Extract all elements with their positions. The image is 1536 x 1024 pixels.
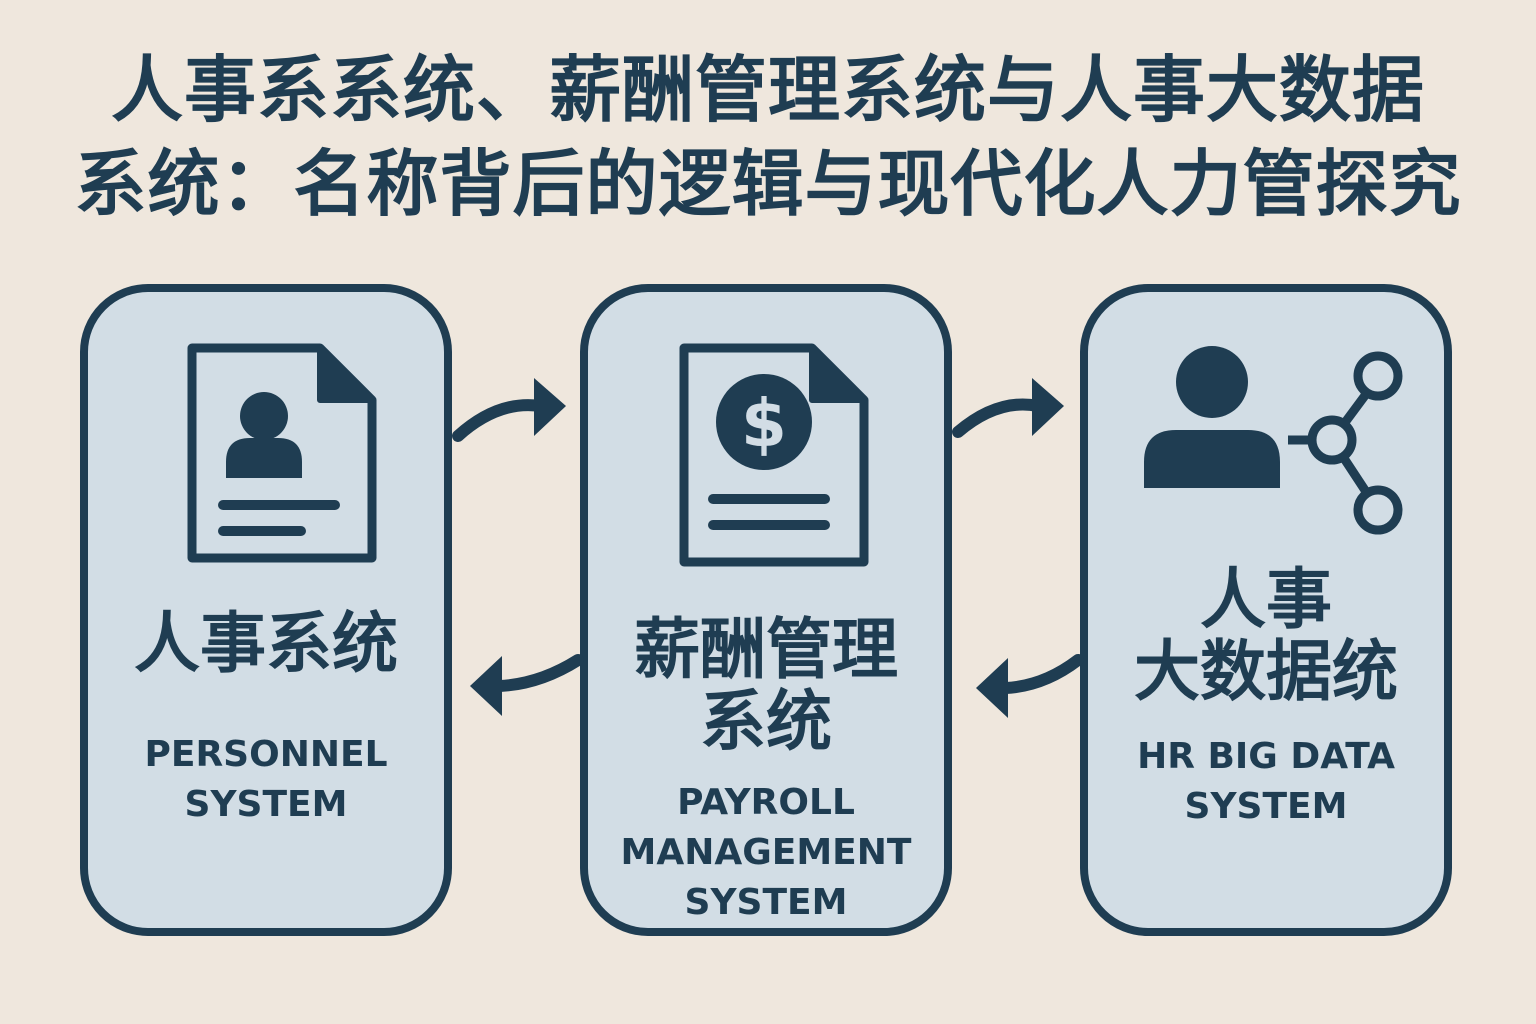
arrow-left-icon: [976, 654, 1084, 718]
arrow-left-icon: [470, 654, 584, 716]
payroll-en-line-2: MANAGEMENT: [620, 832, 912, 873]
payroll-cn-line-1: 薪酬管理: [634, 611, 898, 688]
personnel-system-card: 人事系统 PERSONNEL SYSTEM: [80, 284, 452, 936]
personnel-en-line-1: PERSONNEL: [144, 734, 388, 775]
personnel-system-cn-label: 人事系统: [88, 608, 444, 680]
personnel-en-line-2: SYSTEM: [184, 784, 348, 825]
person-network-icon: [1144, 346, 1403, 535]
payroll-system-en-label: PAYROLL MANAGEMENT SYSTEM: [588, 778, 944, 928]
payroll-management-system-card: $ 薪酬管理 系统 PAYROLL MANAGEMENT SYSTEM: [580, 284, 952, 936]
hr-big-data-system-card: 人事 大数据统 HR BIG DATA SYSTEM: [1080, 284, 1452, 936]
arrow-right-icon: [952, 378, 1064, 438]
hr-big-data-en-label: HR BIG DATA SYSTEM: [1088, 732, 1444, 832]
payroll-en-line-3: SYSTEM: [684, 882, 848, 923]
hr-big-data-cn-label: 人事 大数据统: [1088, 564, 1444, 708]
svg-text:$: $: [741, 385, 787, 462]
arrow-right-icon: [452, 378, 566, 442]
payroll-system-cn-label: 薪酬管理 系统: [588, 614, 944, 758]
payroll-en-line-1: PAYROLL: [677, 782, 855, 823]
hr-big-data-cn-line-2: 大数据统: [1134, 633, 1398, 710]
personnel-system-en-label: PERSONNEL SYSTEM: [88, 730, 444, 830]
personnel-cn-line-1: 人事系统: [134, 605, 398, 682]
payroll-cn-line-2: 系统: [700, 683, 832, 760]
hr-big-data-cn-line-1: 人事: [1200, 561, 1332, 638]
hr-big-data-en-line-2: SYSTEM: [1184, 786, 1348, 827]
person-document-icon: [187, 343, 377, 563]
dollar-document-icon: $: [679, 343, 869, 567]
hr-big-data-en-line-1: HR BIG DATA: [1137, 736, 1395, 777]
page-title-line-1: 人事系系统、薪酬管理系统与人事大数据: [110, 48, 1425, 132]
page-title-line-2: 系统：名称背后的逻辑与现代化人力管探究: [74, 142, 1462, 226]
